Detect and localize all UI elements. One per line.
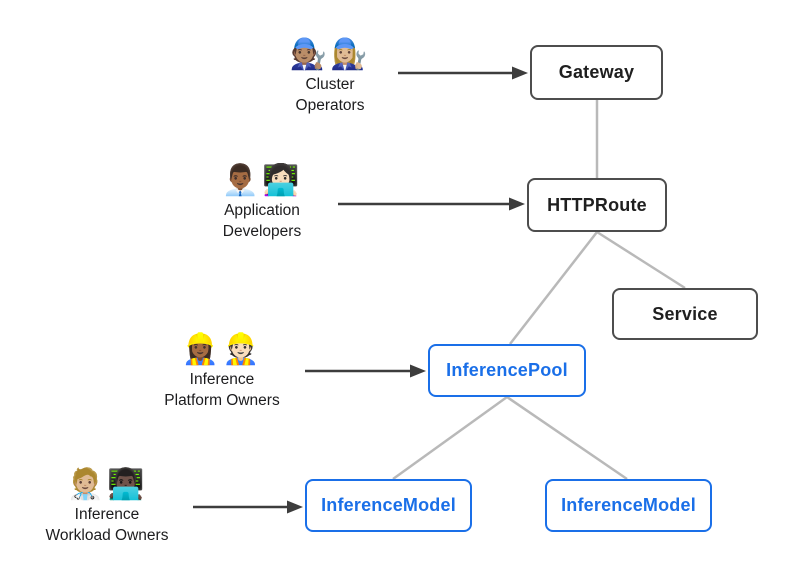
inference-workload-owners-label-line1: Inference: [74, 506, 140, 523]
connector-httproute-inferencepool: [509, 231, 598, 345]
node-inference-pool-label: InferencePool: [446, 360, 568, 380]
node-gateway-label: Gateway: [558, 62, 635, 82]
inference-platform-owners-emoji-icon: 👷🏾‍♀️👷🏻: [181, 333, 263, 366]
connector-inferencepool-model-right: [506, 395, 628, 481]
application-developers-label-line1: Application: [224, 202, 300, 219]
node-inference-model-left: InferenceModel: [305, 479, 472, 532]
persona-application-developers: 👨🏾‍💼👩🏻‍💻 Application Developers: [182, 162, 342, 242]
inference-platform-owners-label-line2: Platform Owners: [164, 392, 280, 409]
cluster-operators-label-line1: Cluster: [305, 76, 355, 93]
persona-inference-platform-owners: 👷🏾‍♀️👷🏻 Inference Platform Owners: [132, 331, 312, 411]
node-inference-pool: InferencePool: [428, 344, 586, 397]
node-inference-model-right-label: InferenceModel: [561, 495, 696, 515]
node-inference-model-right: InferenceModel: [545, 479, 712, 532]
application-developers-label-line2: Developers: [222, 223, 302, 240]
persona-cluster-operators: 🧑🏽‍🔧👩🏼‍🔧 Cluster Operators: [250, 36, 410, 116]
node-inference-model-left-label: InferenceModel: [321, 495, 456, 515]
cluster-operators-emoji-icon: 🧑🏽‍🔧👩🏼‍🔧: [289, 38, 371, 71]
arrow-platform-owners-inferencepool: [305, 364, 426, 378]
node-service-label: Service: [652, 303, 718, 324]
inference-platform-owners-label-line1: Inference: [189, 371, 255, 388]
node-httproute: HTTPRoute: [527, 178, 667, 232]
inference-workload-owners-emoji-icon: 🧑🏼‍⚕️👨🏿‍💻: [66, 468, 148, 501]
inference-workload-owners-label-line2: Workload Owners: [45, 527, 169, 544]
node-service: Service: [612, 288, 758, 340]
node-gateway: Gateway: [530, 45, 663, 100]
node-httproute-label: HTTPRoute: [547, 194, 647, 215]
cluster-operators-label-line2: Operators: [295, 97, 365, 114]
arrow-application-developers-httproute: [338, 197, 525, 211]
connector-httproute-service: [596, 230, 686, 290]
application-developers-emoji-icon: 👨🏾‍💼👩🏻‍💻: [221, 164, 303, 197]
arrow-workload-owners-inferencemodel: [193, 500, 303, 514]
connector-inferencepool-model-left: [392, 395, 508, 481]
arrow-cluster-operators-gateway: [398, 66, 528, 80]
persona-inference-workload-owners: 🧑🏼‍⚕️👨🏿‍💻 Inference Workload Owners: [17, 466, 197, 546]
